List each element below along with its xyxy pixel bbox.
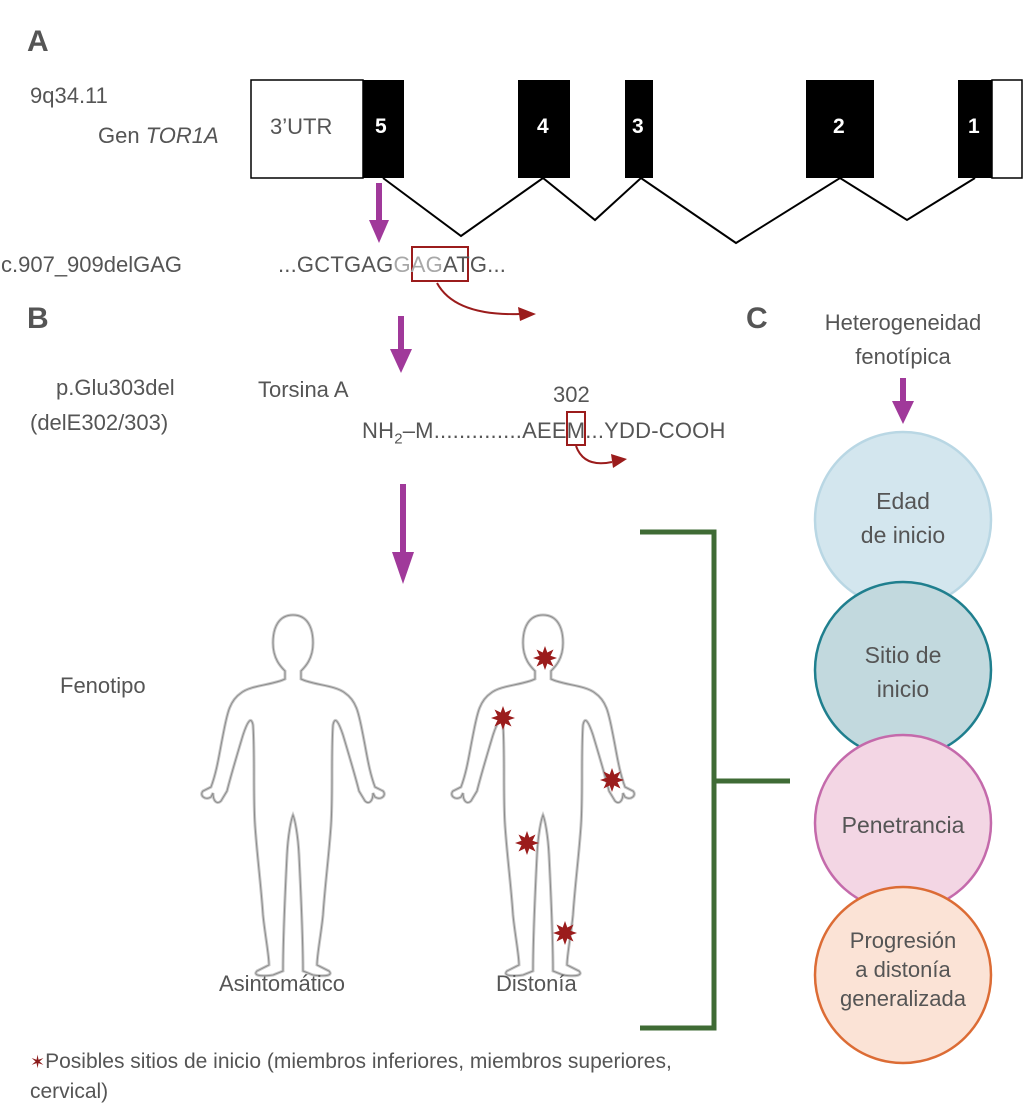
circle-age-text: Edad de inicio (815, 484, 991, 552)
panel-label-c: C (746, 302, 768, 335)
arrow-protein-to-phenotype (392, 484, 414, 584)
exon-2-label: 2 (833, 115, 845, 138)
protein-mutation-line1: p.Glu303del (56, 375, 175, 400)
gene-structure (250, 79, 1023, 245)
star-upper-limb-left (491, 706, 515, 730)
protein-mutation-line2: (delE302/303) (30, 410, 169, 435)
circle-site-line1: Sitio de (864, 642, 942, 668)
circle-site-text: Sitio de inicio (815, 638, 991, 706)
exon-5-label: 5 (375, 115, 387, 138)
gene-name: TOR1A (145, 123, 219, 148)
protein-seq-boxed: E (536, 418, 552, 443)
circle-progression-line3: generalizada (840, 986, 966, 1011)
gene-prefix: Gen (98, 123, 146, 148)
circle-penetrance-line1: Penetrancia (841, 812, 965, 838)
footnote-text: Posibles sitios de inicio (miembros infe… (30, 1050, 672, 1103)
panel-label-a: A (27, 25, 49, 58)
exon-4-label: 4 (537, 115, 549, 138)
star-cervical (533, 646, 557, 670)
star-upper-limb-right (600, 768, 624, 792)
exon-2 (806, 80, 874, 178)
circle-age-line2: de inicio (860, 522, 946, 548)
protein-seq-before: –M..............A (402, 418, 537, 443)
phenotype-label: Fenotipo (60, 673, 146, 698)
dna-seq-deleted: GAG (393, 252, 443, 277)
heterogeneity-line2: fenotípica (855, 344, 951, 369)
intron-lines (382, 176, 976, 245)
circle-progression-text: Progresión a distonía generalizada (815, 926, 991, 1013)
phenotype-bracket (640, 529, 790, 1031)
utr-box (250, 79, 364, 179)
arrow-gene-to-dna (369, 183, 389, 243)
heterogeneity-line1: Heterogeneidad (824, 310, 982, 335)
protein-nh: NH (362, 418, 395, 443)
star-lower-limb-thigh (515, 831, 539, 855)
dystonia-label: Distonía (496, 971, 577, 996)
arrow-dna-to-protein (390, 316, 412, 373)
dna-seq-after: ATG... (442, 252, 507, 277)
protein-sequence: NH2–M..............AEEM...YDD-COOH (362, 418, 726, 447)
protein-deletion-marker (566, 411, 627, 468)
dna-seq-before: ...GCTGAG (278, 252, 394, 277)
asymptomatic-label: Asintomático (219, 971, 345, 996)
protein-nh-sub: 2 (394, 430, 403, 448)
circle-progression-line2: a distonía (855, 957, 951, 982)
dna-deletion-marker (411, 246, 536, 321)
gene-label: Gen TOR1A (98, 123, 219, 149)
purple-arrows (369, 183, 914, 584)
heterogeneity-circles (813, 430, 993, 1065)
footnote: ✶Posibles sitios de inicio (miembros inf… (30, 1047, 720, 1107)
dna-sequence: ...GCTGAGGAGATG... (278, 252, 506, 278)
protein-name: Torsina A (258, 377, 349, 402)
circle-progression-line1: Progresión (849, 928, 957, 953)
exon-1-label: 1 (968, 115, 980, 138)
star-lower-limb-ankle (553, 921, 577, 945)
circle-penetrance-text: Penetrancia (815, 808, 991, 842)
exon-4 (518, 80, 570, 178)
locus-label: 9q34.11 (30, 83, 108, 108)
onset-site-stars (491, 646, 624, 945)
human-figure-dystonia (450, 613, 636, 978)
circle-site-line2: inicio (876, 676, 930, 702)
utr-label: 3’UTR (270, 114, 333, 139)
circle-age-line1: Edad (876, 488, 930, 514)
exon-1-utr (991, 79, 1023, 179)
arrow-heterogeneity (892, 378, 914, 424)
circle-progression (813, 885, 993, 1065)
exon-3 (625, 80, 653, 178)
dna-mutation-label: c.907_909delGAG (1, 252, 183, 277)
exon-3-label: 3 (632, 115, 644, 138)
exon-5 (363, 80, 404, 178)
protein-position: 302 (553, 382, 590, 407)
protein-seq-after: EM...YDD-COOH (551, 418, 726, 443)
panel-label-b: B (27, 302, 49, 335)
star-icon: ✶ (30, 1052, 46, 1072)
human-figure-asymptomatic (200, 613, 386, 978)
exon-1 (958, 80, 992, 178)
